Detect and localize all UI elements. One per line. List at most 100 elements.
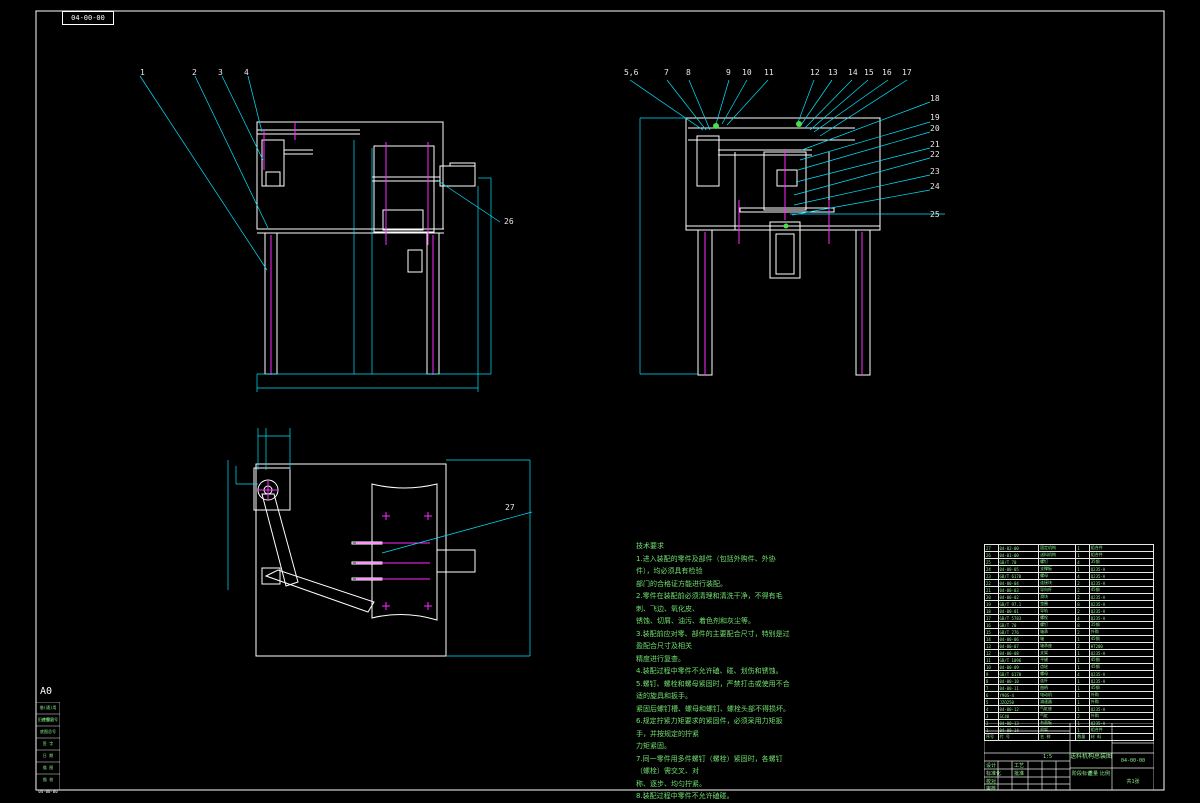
bom-cell: 9 — [984, 670, 999, 678]
top-view — [253, 463, 476, 657]
bom-cell: GB/T 70 — [997, 621, 1040, 629]
bom-cell: 10 — [984, 663, 999, 671]
callout-19: 19 — [930, 113, 940, 122]
bom-cell: GB/T 6170 — [997, 670, 1040, 678]
bom-cell: 外购 — [1088, 712, 1155, 720]
bom-cell: 6 — [984, 691, 999, 699]
bom-cell: 1 — [1075, 565, 1090, 573]
bom-cell: 轴承 — [1038, 628, 1077, 636]
callout-9: 9 — [726, 68, 731, 77]
bom-cell: 4 — [1075, 614, 1090, 622]
bom-cell: 26 — [984, 551, 999, 559]
bom-cell: 12 — [984, 649, 999, 657]
title-block-label: 工艺 — [1014, 763, 1025, 769]
bom-header-row: 序号代 号名 称数量材 料 — [984, 733, 1155, 741]
notes-line: 紧固后螺钉槽、螺母和螺钉、螺栓头部不得损坏。 — [636, 704, 790, 713]
callout-22: 22 — [930, 150, 940, 159]
bom-cell: GB/T 1096 — [997, 656, 1040, 664]
bom-cell: 连接块 — [1038, 579, 1077, 587]
bom-cell: 1 — [1075, 677, 1090, 685]
title-block-name: 送料机构总装图 — [1070, 753, 1113, 760]
bom-cell: 减速器 — [1038, 698, 1077, 706]
bom-cell: 垫圈 — [1038, 600, 1077, 608]
bom-cell: 04-00-12 — [997, 705, 1040, 713]
bom-cell: 2 — [1075, 593, 1090, 601]
side-view — [685, 117, 881, 376]
bom-cell: 曲柄 — [1038, 684, 1077, 692]
side-strip-cell: 描 图 — [42, 765, 54, 770]
bom-cell: 螺钉 — [1038, 621, 1077, 629]
bom-cell: 1 — [1075, 684, 1090, 692]
title-block-grid — [984, 723, 1154, 790]
bom-cell: 8 — [984, 677, 999, 685]
bom-cell: 04-00-06 — [997, 635, 1040, 643]
front-view — [256, 121, 476, 375]
bom-cell: 14 — [984, 635, 999, 643]
bom-cell: 1 — [1075, 705, 1090, 713]
side-view-accents — [713, 121, 802, 229]
bom-cell: 螺栓 — [1038, 614, 1077, 622]
title-block-label: 批准 — [1014, 771, 1025, 777]
bom-cell: Y90S-4 — [997, 691, 1040, 699]
bom-cell: 22 — [984, 579, 999, 587]
bom-cell: 外购 — [1088, 698, 1155, 706]
bom-cell: 8 — [1075, 600, 1090, 608]
bom-cell: HT200 — [1088, 642, 1155, 650]
bom-cell: GB/T 70 — [997, 558, 1040, 566]
bom-cell: 24 — [984, 565, 999, 573]
bom-cell: 滑块 — [1038, 593, 1077, 601]
callout-20: 20 — [930, 124, 940, 133]
callout-4: 4 — [244, 68, 249, 77]
bom-cell: 3 — [984, 712, 999, 720]
bom-header-cell: 名 称 — [1038, 733, 1077, 741]
drawing-number: 04-00-00 — [62, 11, 114, 25]
bom-cell: 2 — [1075, 642, 1090, 650]
bom-cell: 25 — [984, 558, 999, 566]
bom-cell: 27 — [984, 544, 999, 552]
bom-cell: Q235-A — [1088, 607, 1155, 615]
notes-line: 力矩紧固。 — [636, 742, 671, 750]
front-view-leaders — [139, 75, 501, 271]
bom-cell: GB/T 276 — [997, 628, 1040, 636]
bom-cell: 导向杆 — [1038, 586, 1077, 594]
bom-cell: 4 — [1075, 670, 1090, 678]
bom-cell: SC40 — [997, 712, 1040, 720]
bom-cell: 04-00-08 — [997, 649, 1040, 657]
bom-cell: GB/T 97.1 — [997, 600, 1040, 608]
bom-cell: 16 — [984, 621, 999, 629]
bom-cell: Q235-A — [1088, 565, 1155, 573]
bom-header-cell: 材 料 — [1088, 733, 1155, 741]
callout-18: 18 — [930, 94, 940, 103]
bom-cell: 45钢 — [1088, 684, 1155, 692]
bom-cell: 螺母 — [1038, 670, 1077, 678]
side-strip-grid — [36, 702, 60, 790]
bom-cell: 支撑板 — [1038, 565, 1077, 573]
side-strip-cell: 借(通)用件登记 — [39, 705, 57, 722]
callout-3: 3 — [218, 68, 223, 77]
bom-cell: 电动机 — [1038, 691, 1077, 699]
technical-requirements: 技术要求 1.进入装配的零件及部件（包括外购件、外协件），均必须具有检验 部门的… — [636, 540, 792, 803]
title-block-label: 阶段标记 — [1072, 771, 1093, 777]
bom-cell: 轴承座 — [1038, 642, 1077, 650]
title-block-label: 标准化 — [986, 771, 1002, 777]
bom-cell: 23 — [984, 572, 999, 580]
side-view-dimensions — [639, 117, 698, 375]
top-view-centerlines — [258, 480, 432, 610]
bom-cell: 2 — [1075, 712, 1090, 720]
title-block-label: 比例 — [1100, 771, 1111, 777]
bom-cell: 45钢 — [1088, 586, 1155, 594]
title-block-drawing-no: 04-00-00 — [1120, 758, 1146, 764]
